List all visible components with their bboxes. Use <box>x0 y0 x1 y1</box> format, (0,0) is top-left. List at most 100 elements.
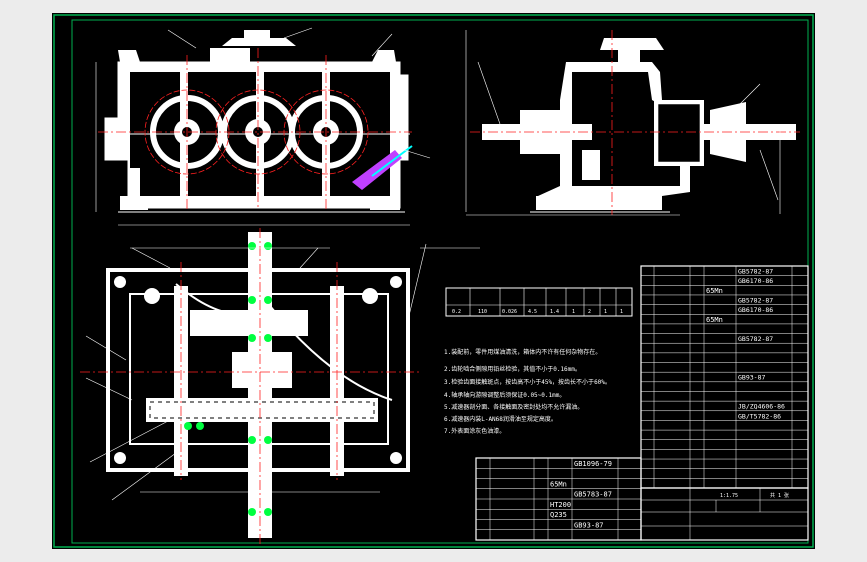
params-cell: 0.2 <box>452 309 461 315</box>
bearing-icon <box>264 296 272 304</box>
front-base-left <box>120 196 148 210</box>
plan-shaft-3 <box>330 286 344 476</box>
side-base-right <box>640 196 662 210</box>
plan-shaft-1 <box>174 286 188 476</box>
plan-leader-3 <box>89 419 171 463</box>
front-leader-1 <box>167 29 197 49</box>
plan-bolt-5 <box>144 288 160 304</box>
bom-right-standard: GB93-87 <box>738 374 765 382</box>
plan-leader-6 <box>131 247 171 269</box>
params-table: 0.2 110 0.026 4.5 1.4 1 2 1 1 <box>445 287 633 317</box>
bom-lower-material: HT200 <box>550 501 571 509</box>
plan-leader-7 <box>299 247 319 269</box>
plan-leader-4 <box>111 449 181 501</box>
bom-lower-standard: GB93-87 <box>574 521 604 529</box>
plan-bolt-2 <box>390 276 402 288</box>
plan-gear-band-3 <box>232 352 292 388</box>
params-cell: 1 <box>604 309 607 315</box>
bom-lower-material: 65Mn <box>550 480 567 488</box>
front-oil-gauge-rod <box>371 145 413 177</box>
bom-right-standard: GB/T5782-86 <box>738 412 781 420</box>
side-leader-1 <box>477 61 501 125</box>
bearing-icon <box>264 334 272 342</box>
side-leader-3 <box>759 149 779 201</box>
bom-right: GB5782-87GB6170-8665MnGB5782-87GB6170-86… <box>640 265 809 489</box>
plan-leader-5 <box>407 243 427 321</box>
plan-leader-2 <box>85 377 133 401</box>
plan-gear-teeth-1 <box>149 401 375 419</box>
title-scale: 1:1.75 <box>720 493 738 499</box>
title-block: 1:1.75 共 1 张 <box>640 487 809 541</box>
note-line: 1.装配前，零件用煤油清洗，箱体内不许有任何杂物存在。 <box>444 348 601 356</box>
bom-right-standard: GB5782-87 <box>738 296 773 304</box>
note-line: 2.齿轮啮合侧隙用铅丝检验，其值不小于0.16mm。 <box>444 365 581 373</box>
bom-lower-standard: GB5783-87 <box>574 491 612 499</box>
bom-right-material: 65Mn <box>706 287 723 295</box>
side-vent-cap <box>600 38 664 50</box>
front-lug-right <box>372 50 396 62</box>
note-line: 6.减速器内装L-AN68润滑油至规定高度。 <box>444 415 557 423</box>
bearing-icon <box>248 508 256 516</box>
params-cell: 1 <box>572 309 575 315</box>
front-inspection-cover <box>210 48 250 66</box>
bom-right-standard: GB5782-87 <box>738 335 773 343</box>
side-leader-2 <box>735 83 761 109</box>
plan-leader-1 <box>85 335 127 361</box>
note-line: 5.减速器剖分面、各接触面及密封处均不允许漏油。 <box>444 403 583 411</box>
plan-bolt-3 <box>114 452 126 464</box>
plan-bolt-1 <box>114 276 126 288</box>
bearing-icon <box>248 296 256 304</box>
front-base-right <box>370 196 400 210</box>
front-leader-3 <box>371 33 393 57</box>
side-view <box>465 30 800 216</box>
bearing-icon <box>264 508 272 516</box>
bearing-icon <box>264 242 272 250</box>
params-cell: 2 <box>588 309 591 315</box>
bom-lower-grid <box>476 468 641 530</box>
bearing-icon <box>248 436 256 444</box>
side-foot <box>582 150 600 180</box>
plan-bolt-4 <box>390 452 402 464</box>
params-table-border <box>445 287 633 317</box>
bom-lower-standard: GB1096-79 <box>574 460 612 468</box>
plan-view <box>80 228 480 545</box>
note-line: 7.外表面涂灰色油漆。 <box>444 427 505 435</box>
front-leader-4 <box>403 149 431 159</box>
tech-notes: 1.装配前，零件用煤油清洗，箱体内不许有任何杂物存在。 2.齿轮啮合侧隙用铅丝检… <box>444 348 611 435</box>
note-line: 3.检验齿面接触斑点，按齿高不小于45%，按齿长不小于60%。 <box>444 378 611 386</box>
front-oil-gauge <box>352 150 402 190</box>
params-cell: 110 <box>478 309 487 315</box>
title-block-border <box>640 487 809 541</box>
bearing-icon <box>196 422 204 430</box>
bom-right-standard: GB6170-86 <box>738 306 773 314</box>
plan-housing-outline <box>106 268 410 472</box>
bom-right-material: 65Mn <box>706 316 723 324</box>
drawing-frame <box>53 14 814 548</box>
bearing-icon <box>248 334 256 342</box>
front-shaft-2 <box>253 127 263 137</box>
bom-right-grid <box>641 275 808 479</box>
bom-right-standard: JB/ZQ4606-86 <box>738 403 785 411</box>
params-cell: 4.5 <box>528 309 537 315</box>
title-sheet: 共 1 张 <box>770 492 789 499</box>
params-cell: 1 <box>620 309 623 315</box>
front-lug-left <box>118 50 140 62</box>
params-cell: 1.4 <box>550 309 559 315</box>
bearing-icon <box>248 242 256 250</box>
side-gear-hatch <box>657 103 701 163</box>
plan-section-curve <box>175 283 393 401</box>
bom-right-standard: GB5782-87 <box>738 268 773 276</box>
params-cell: 0.026 <box>502 309 517 315</box>
side-base-left <box>536 196 558 210</box>
side-vent-stem <box>618 50 640 64</box>
plan-bolt-6 <box>362 288 378 304</box>
front-vent-stem <box>244 30 270 40</box>
bearing-icon <box>184 422 192 430</box>
note-line: 4.轴承轴向游隙调整后须保证0.05~0.1mm。 <box>444 391 565 399</box>
bom-right-standard: GB6170-86 <box>738 277 773 285</box>
front-leader-2 <box>283 27 313 39</box>
front-view <box>95 27 431 226</box>
bom-lower-material: Q235 <box>550 511 567 519</box>
